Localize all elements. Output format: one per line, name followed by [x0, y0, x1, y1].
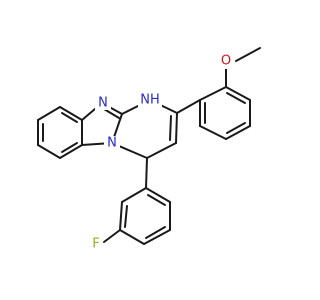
label-background — [218, 53, 234, 69]
bond-inner — [103, 108, 120, 119]
label-background — [138, 93, 162, 107]
atom-label-nh: NH — [140, 93, 160, 108]
bond-inner — [61, 112, 78, 123]
atom-label-fluorine: F — [92, 237, 99, 252]
bond — [119, 229, 145, 245]
atom-label-n-imine: N — [98, 96, 108, 111]
bond-inner — [124, 205, 128, 228]
bond-inner — [147, 194, 166, 206]
bond — [225, 125, 251, 140]
bond — [37, 106, 61, 121]
bond-set — [37, 47, 261, 245]
bond — [59, 106, 83, 121]
bond — [37, 144, 61, 159]
label-background — [89, 236, 103, 252]
bond — [145, 187, 171, 203]
bond — [103, 229, 121, 243]
label-background — [104, 136, 120, 150]
bond — [225, 86, 251, 101]
molecule-structure: N NH N O F — [37, 47, 261, 252]
atom-label-oxygen: O — [221, 54, 231, 69]
bond — [176, 99, 201, 114]
bond-inner — [61, 142, 78, 153]
label-background — [95, 96, 111, 110]
bond-inner — [226, 92, 246, 104]
bond-inner — [169, 115, 172, 141]
bond — [145, 157, 148, 189]
bond — [119, 201, 123, 231]
bond — [143, 229, 171, 245]
atom-labels: N NH N O F — [89, 53, 234, 252]
bond — [59, 144, 83, 159]
bond-inner — [226, 122, 246, 134]
bond-inner — [145, 226, 166, 239]
bond — [235, 47, 261, 62]
bond — [121, 187, 147, 203]
bond — [146, 142, 177, 159]
bond — [199, 125, 227, 140]
bond — [175, 112, 178, 144]
atom-label-n-ring: N — [107, 136, 117, 151]
bond — [199, 86, 227, 101]
